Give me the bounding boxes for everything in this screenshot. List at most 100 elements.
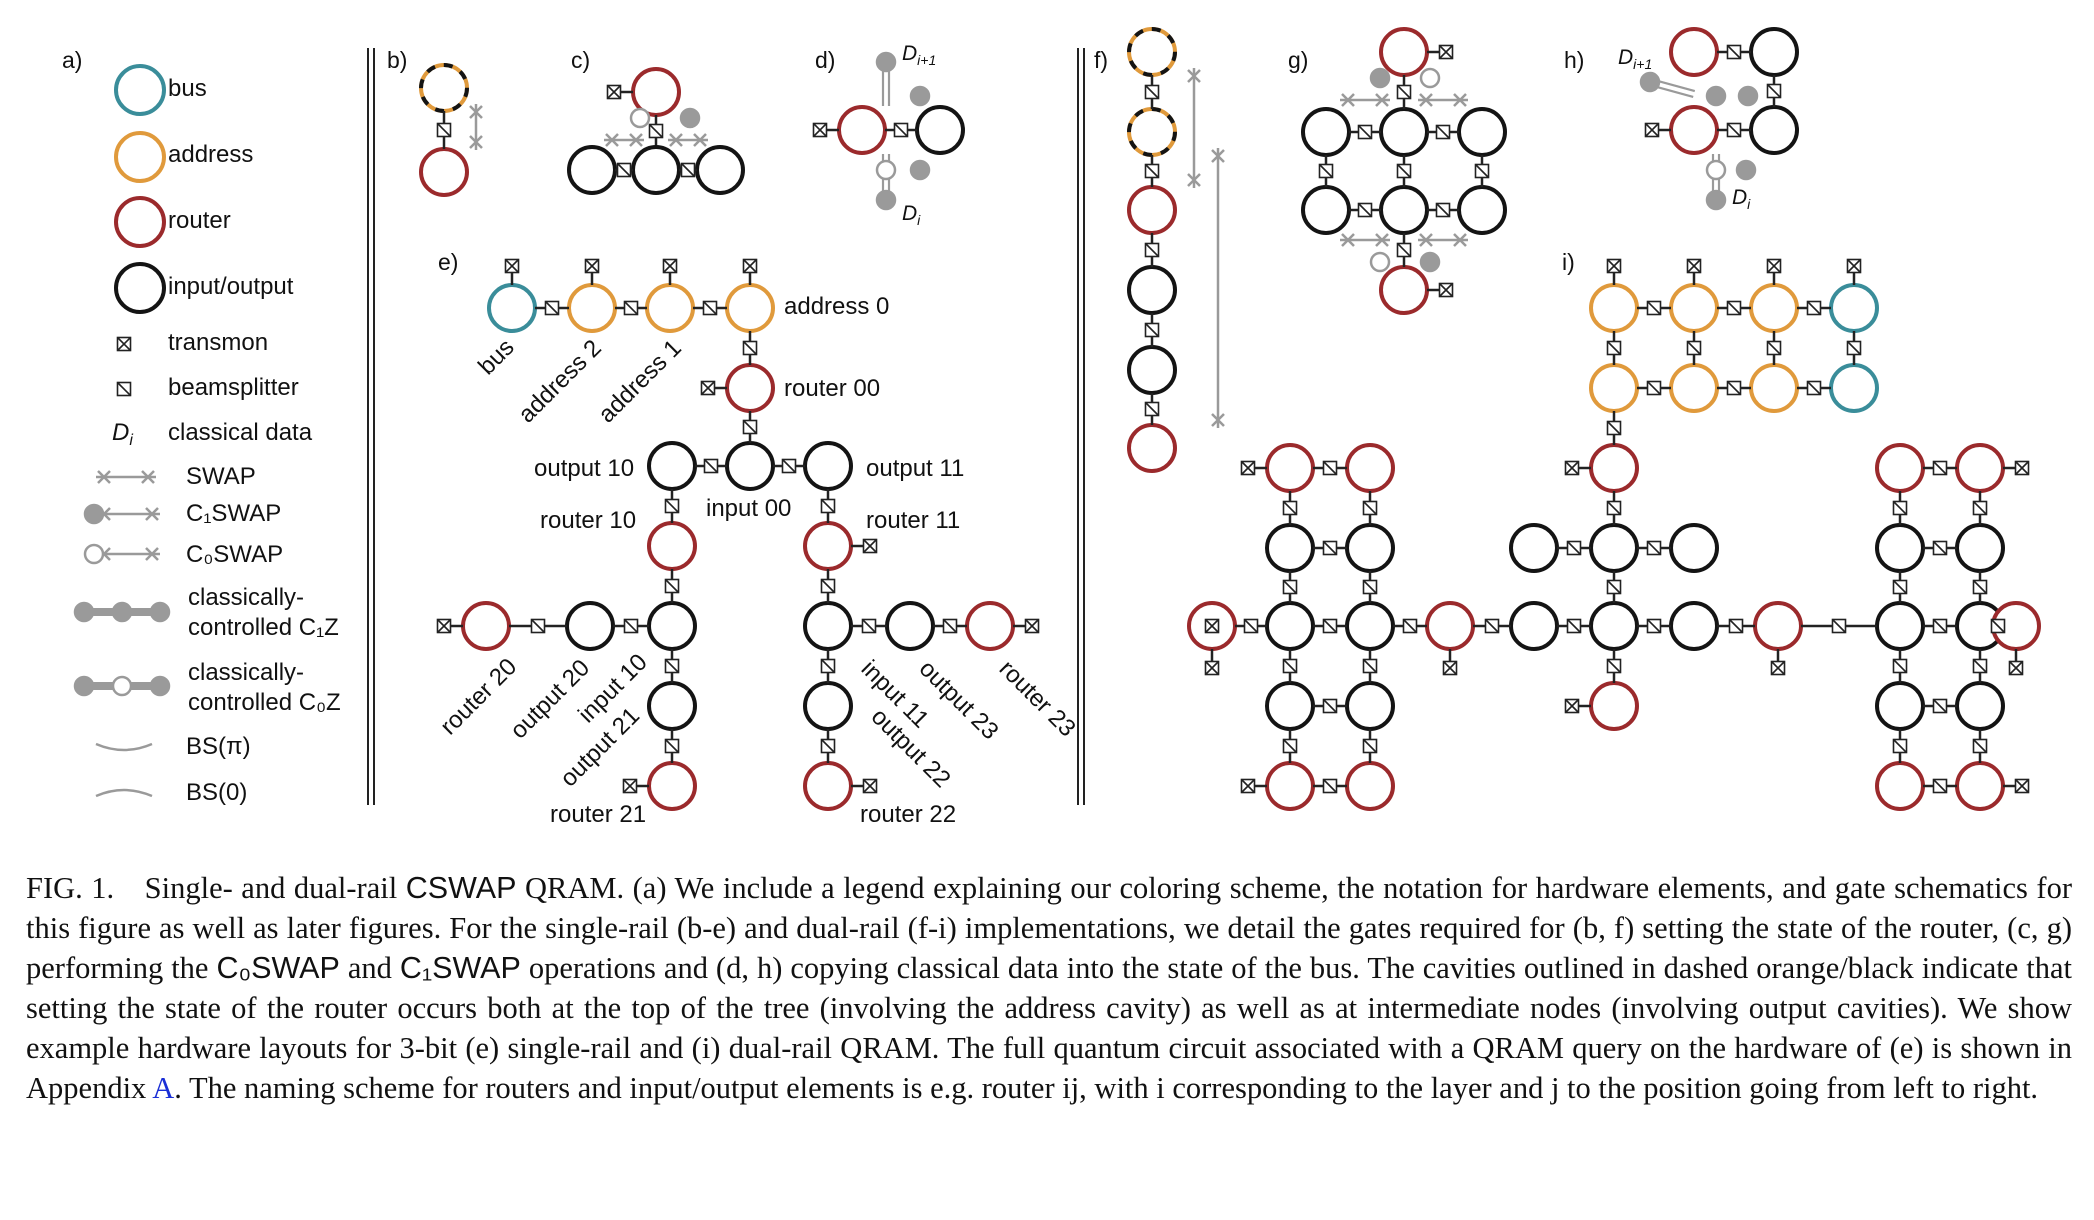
beamsplitter-icon-diag bbox=[1362, 658, 1378, 674]
e-bus-cavity bbox=[487, 283, 537, 333]
legend-classical-symbol: Di bbox=[112, 419, 133, 449]
swap-cross bbox=[1211, 413, 1225, 427]
cavity bbox=[1589, 601, 1639, 651]
transmon-icon-cross bbox=[1770, 660, 1786, 676]
d-io-cavity bbox=[915, 105, 965, 155]
legend-router-icon bbox=[114, 196, 166, 248]
beamsplitter-icon-diag bbox=[1362, 579, 1378, 595]
beamsplitter-icon-diag bbox=[781, 458, 797, 474]
legend-c1swap-dot bbox=[83, 503, 105, 525]
beamsplitter-icon-diag bbox=[703, 458, 719, 474]
caption-c0swap: C₀SWAP bbox=[216, 951, 340, 985]
cavity bbox=[1301, 107, 1351, 157]
beamsplitter-icon-diag bbox=[1435, 124, 1451, 140]
cavity bbox=[1875, 601, 1925, 651]
beamsplitter-icon-diag bbox=[820, 578, 836, 594]
swap-cross bbox=[1341, 233, 1355, 247]
beamsplitter-icon-diag bbox=[1972, 579, 1988, 595]
h-dot-b bbox=[1705, 85, 1727, 107]
beamsplitter-icon-diag bbox=[1892, 738, 1908, 754]
transmon-icon-cross bbox=[862, 538, 878, 554]
e-router21-cavity bbox=[647, 761, 697, 811]
transmon-icon-cross bbox=[2014, 460, 2030, 476]
e-address2-label: address 2 bbox=[513, 335, 607, 429]
beamsplitter-icon-diag bbox=[1322, 778, 1338, 794]
e-input00-cavity bbox=[725, 441, 775, 491]
beamsplitter-icon-diag bbox=[1932, 540, 1948, 556]
transmon-icon-cross bbox=[742, 258, 758, 274]
beamsplitter-icon-diag bbox=[861, 618, 877, 634]
beamsplitter-icon-diag bbox=[664, 498, 680, 514]
h-top-data-label: Di+1 bbox=[1618, 46, 1652, 72]
h-io-top bbox=[1749, 27, 1799, 77]
c-c1swap-dot bbox=[679, 107, 701, 129]
legend-c0swap-dot bbox=[83, 543, 105, 565]
cavity bbox=[1669, 283, 1719, 333]
beamsplitter-icon-diag bbox=[1402, 618, 1418, 634]
beamsplitter-icon-diag bbox=[1972, 500, 1988, 516]
cavity bbox=[1753, 601, 1803, 651]
beamsplitter-icon-diag bbox=[1484, 618, 1500, 634]
d-top-data-label: Di+1 bbox=[902, 42, 936, 68]
e-router11-cavity bbox=[803, 521, 853, 571]
c-io-left bbox=[567, 145, 617, 195]
swap-cross bbox=[1187, 173, 1201, 187]
cavity bbox=[1875, 443, 1925, 493]
beamsplitter-icon-diag bbox=[664, 658, 680, 674]
beamsplitter-icon-diag bbox=[820, 738, 836, 754]
d-bottom-data-label: Di bbox=[902, 202, 921, 228]
transmon-icon-cross bbox=[1606, 258, 1622, 274]
beamsplitter-icon-diag bbox=[1932, 460, 1948, 476]
cavity bbox=[1875, 523, 1925, 573]
swap-cross bbox=[1375, 93, 1389, 107]
h-bottom-data-label: Di bbox=[1732, 186, 1751, 212]
caption-cswap: CSWAP bbox=[405, 871, 517, 905]
cavity bbox=[1749, 363, 1799, 413]
e-output23-cavity bbox=[885, 601, 935, 651]
beamsplitter-icon-diag bbox=[1606, 420, 1622, 436]
transmon-icon-cross bbox=[1564, 460, 1580, 476]
beamsplitter-icon-diag bbox=[436, 122, 452, 138]
e-output23-label: output 23 bbox=[914, 655, 1004, 745]
cavity bbox=[1457, 107, 1507, 157]
appendix-a-link[interactable]: A bbox=[152, 1071, 175, 1105]
beamsplitter-icon-diag bbox=[742, 419, 758, 435]
cavity bbox=[1589, 681, 1639, 731]
e-router00-label: router 00 bbox=[784, 375, 880, 402]
legend-transmon-label: transmon bbox=[168, 329, 268, 356]
h-dot-d bbox=[1705, 159, 1727, 181]
e-router23-cavity bbox=[965, 601, 1015, 651]
transmon-icon-cross bbox=[1438, 44, 1454, 60]
legend-classical-label: classical data bbox=[168, 419, 313, 446]
transmon-icon-cross bbox=[622, 778, 638, 794]
e-output10-label: output 10 bbox=[534, 455, 634, 482]
caption-part-7: operations and (d, h) copying classical … bbox=[26, 951, 2073, 1105]
cavity bbox=[1265, 443, 1315, 493]
caption-part-9: . The naming scheme for routers and inpu… bbox=[174, 1071, 2039, 1105]
beamsplitter-icon-diag bbox=[544, 300, 560, 316]
panel-label-g: g) bbox=[1288, 47, 1308, 73]
legend-address-label: address bbox=[168, 141, 253, 168]
legend-cc1z-line1: classically- bbox=[188, 584, 304, 611]
beamsplitter-icon-diag bbox=[1144, 401, 1160, 417]
beamsplitter-icon-diag bbox=[1566, 618, 1582, 634]
panel-label-f: f) bbox=[1094, 47, 1108, 73]
transmon-icon-cross bbox=[504, 258, 520, 274]
beamsplitter-icon-diag bbox=[1318, 163, 1334, 179]
beamsplitter-icon-diag bbox=[820, 498, 836, 514]
swap-cross bbox=[629, 133, 643, 147]
beamsplitter-icon-diag bbox=[648, 123, 664, 139]
legend-c1swap-label: C₁SWAP bbox=[186, 500, 281, 527]
transmon-icon-cross bbox=[436, 618, 452, 634]
c-io-right bbox=[695, 145, 745, 195]
beamsplitter-icon-diag bbox=[942, 618, 958, 634]
d-dot-top bbox=[875, 51, 897, 73]
h-dot-c bbox=[1737, 85, 1759, 107]
d-dot-top-right bbox=[909, 85, 931, 107]
beamsplitter-icon-diag bbox=[623, 300, 639, 316]
beamsplitter-icon-diag bbox=[1396, 84, 1412, 100]
beamsplitter-icon-diag bbox=[1726, 300, 1742, 316]
transmon-icon-cross bbox=[1240, 778, 1256, 794]
legend-cc1z-dot-mid bbox=[111, 601, 133, 623]
d-dot-bottom-right bbox=[909, 159, 931, 181]
